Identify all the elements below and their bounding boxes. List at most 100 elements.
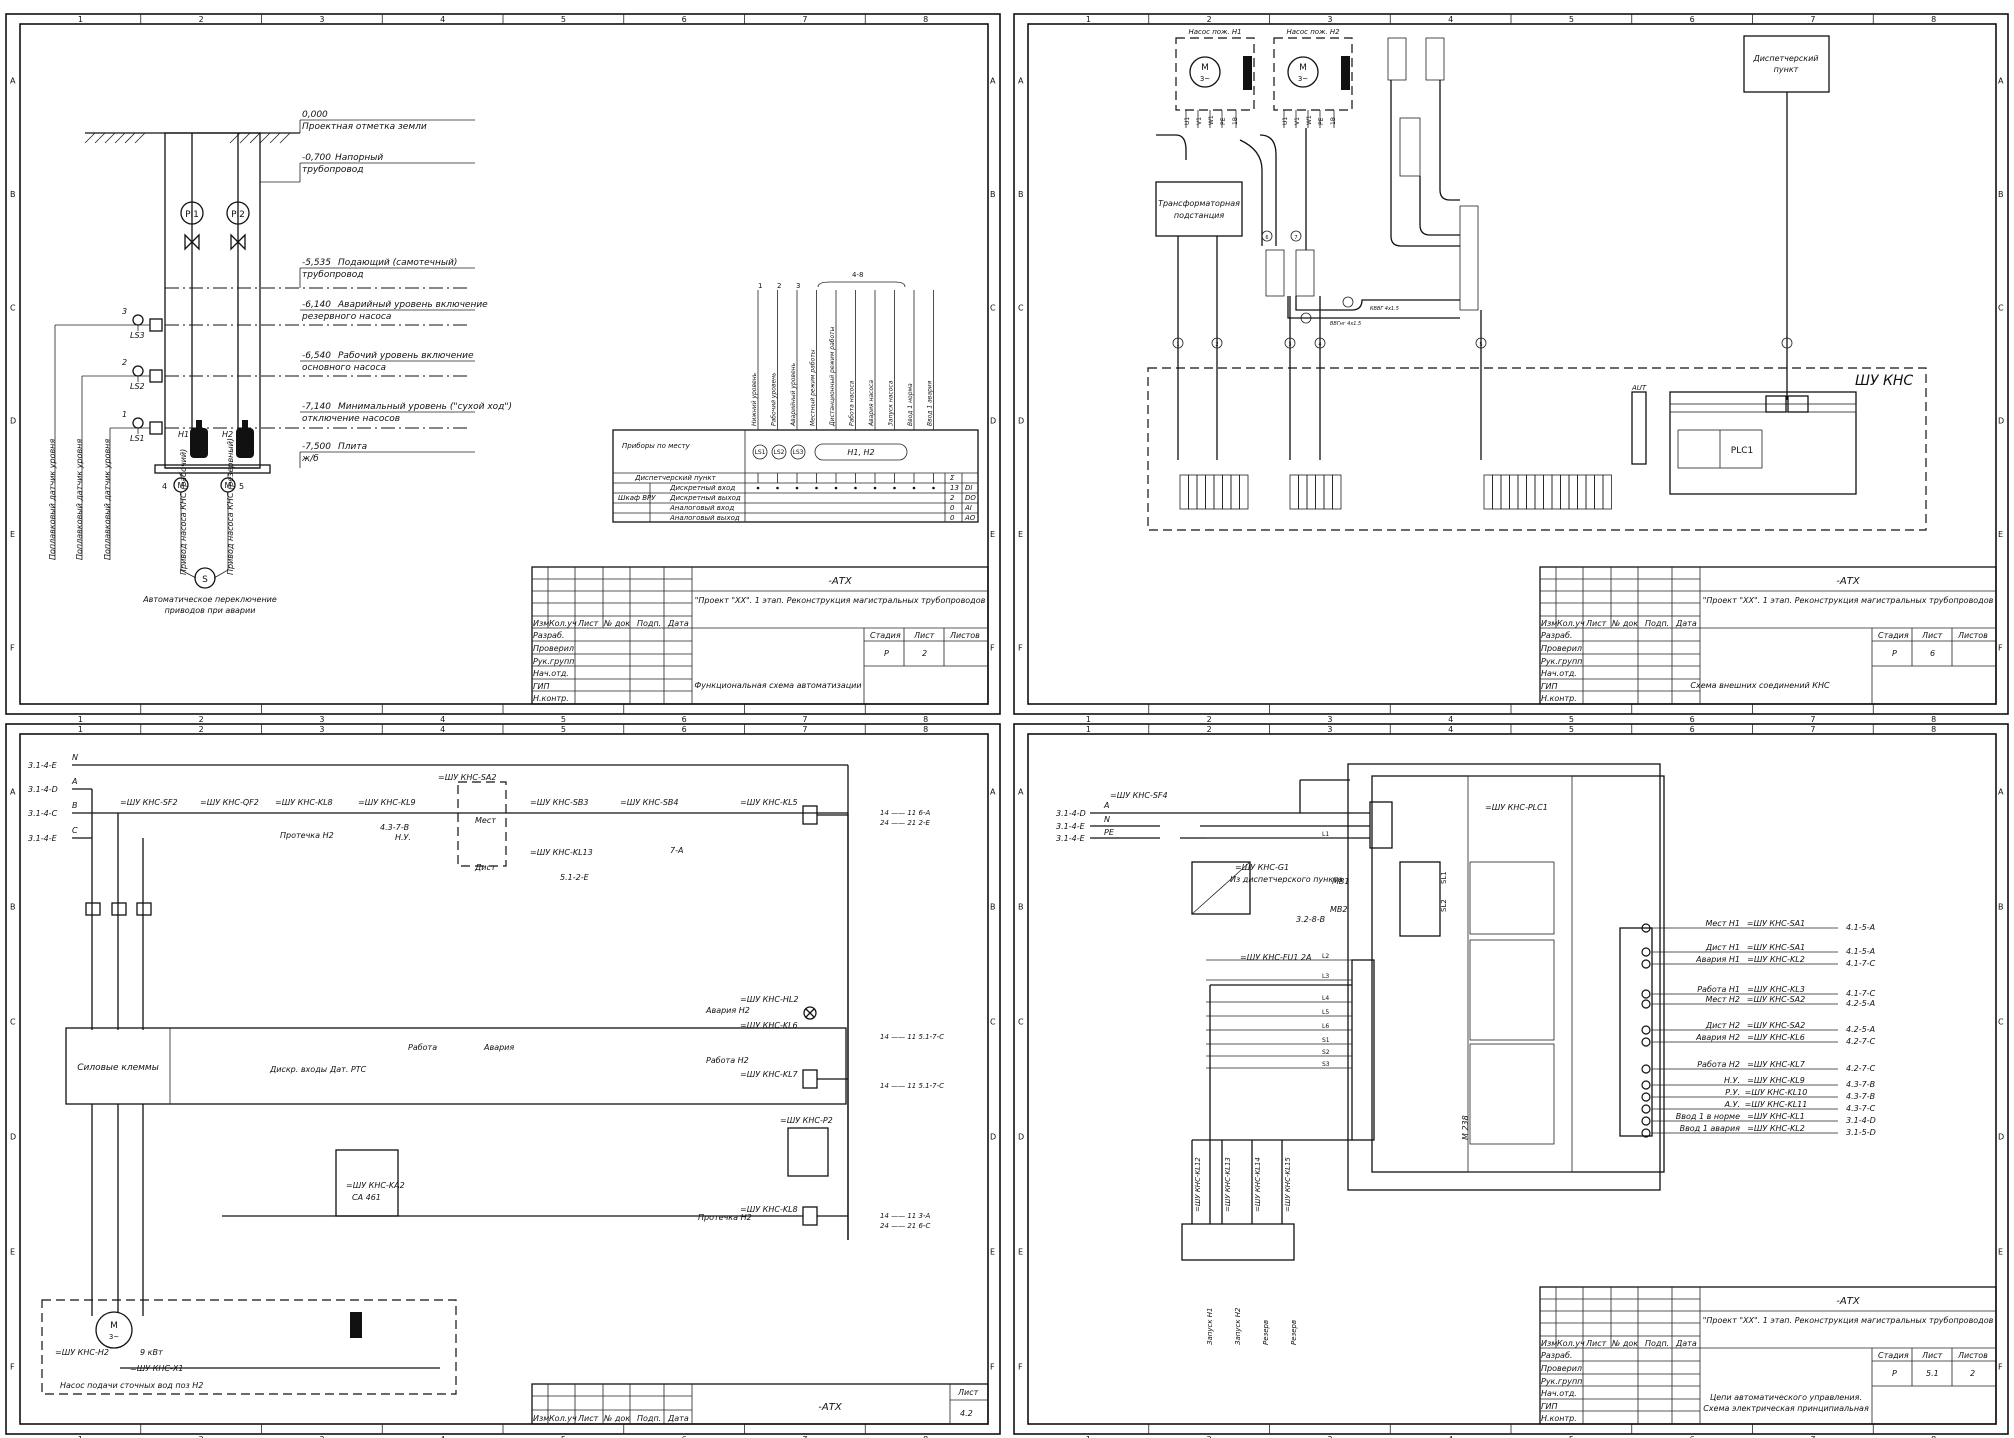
terminal: [1222, 474, 1232, 510]
plc-output-ref: =ШУ КНС-KL7: [1747, 1060, 1806, 1069]
tb3-sheet-label: Лист: [957, 1388, 979, 1397]
plc-output-cell: 4.2-7-C: [1846, 1064, 1876, 1073]
cable-number: 6: [1265, 235, 1268, 241]
s4-mb1: MB1: [1332, 877, 1349, 886]
tb2-project: "Проект "ХХ". 1 этап. Реконструкция маги…: [1703, 596, 1994, 605]
plc-output-name: Ввод 1 авария: [1680, 1124, 1741, 1133]
float-sensor-label-1: Поплавковый датчик уровня: [48, 439, 57, 560]
substation-label-2: подстанция: [1174, 211, 1224, 220]
plc-output-terminal: [1641, 1025, 1651, 1035]
frame-col-number: 2: [1207, 15, 1212, 24]
frame-col-number: 7: [1810, 725, 1815, 734]
table-sigrow-0-label: Дискретный вход: [669, 484, 735, 492]
tb4-data: Дата: [1675, 1339, 1697, 1348]
frame-row-letter: B: [1998, 190, 2004, 199]
s3-extra-work-h2: Работа Н2: [706, 1056, 749, 1065]
table-dot: [932, 486, 935, 490]
frame-col-number: 3: [1327, 715, 1332, 724]
table-sigrow-0-type: DI: [965, 484, 972, 492]
tb4-code: -АТХ: [1836, 1296, 1861, 1307]
s4-relay-kl14: =ШУ КНС-KL14: [1254, 1157, 1262, 1212]
tb1-sheet-h: Лист: [913, 631, 935, 640]
frame-col-number: 6: [682, 725, 687, 734]
s4-dispatch-in: Из диспетчерского пункта: [1230, 875, 1343, 884]
table-col-label: Запуск насоса: [888, 380, 895, 426]
signal-table: [612, 429, 979, 523]
frame-col-number: 3: [1327, 725, 1332, 734]
frame-col-number: 5: [1569, 715, 1574, 724]
cable-number: 3: [1288, 342, 1291, 348]
frame-row-letter: A: [1998, 788, 2004, 797]
plc-output-terminal: [1641, 1080, 1651, 1090]
plc-output-cell: 4.3-7-B: [1846, 1092, 1875, 1101]
s3-input-ref-b: 3.1-4-C: [28, 809, 58, 818]
level-4-text2: основного насоса: [302, 363, 386, 373]
aut-label: AUT: [1631, 384, 1647, 392]
s4-input-n: N: [1104, 815, 1110, 824]
tb2-proveril: Проверил: [1541, 644, 1582, 653]
tb4-nach: Нач.отд.: [1541, 1389, 1577, 1398]
tb2-nach: Нач.отд.: [1541, 669, 1577, 678]
terminal: [1213, 474, 1223, 510]
s4-plc-label: =ШУ КНС-PLC1: [1485, 803, 1548, 812]
frame-row-letter: E: [990, 530, 995, 539]
instrument-pi1: PI1: [185, 210, 199, 220]
s3-motor-3: 3~: [109, 1333, 119, 1341]
table-row-cabinet: Шкаф ВРУ: [618, 494, 656, 502]
tb4-sheets-h: Листов: [1957, 1351, 1988, 1360]
frame-col-number: 8: [1931, 715, 1936, 724]
s3-block-work: Работа: [408, 1043, 437, 1052]
terminal: [1560, 474, 1570, 510]
float-sensor-label-2: Поплавковый датчик уровня: [75, 439, 84, 560]
tb4-sheets: 2: [1970, 1369, 1975, 1378]
table-col-label: Рабочий уровень: [771, 372, 778, 426]
level-6-value: -7,500: [302, 442, 331, 452]
pump-drive-label-working: Привод насоса КНС (рабочий): [179, 449, 188, 575]
s4-bottom-3: Резерв: [1262, 1320, 1270, 1345]
pump-drive-label-reserve: Привод насоса КНС (резервный): [226, 438, 235, 575]
tb2-sheet-h: Лист: [1921, 631, 1943, 640]
frame-col-number: 6: [682, 1435, 687, 1438]
s4-fuse: =ШУ КНС-FU1 2A: [1240, 953, 1312, 962]
frame-col-number: 3: [319, 715, 324, 724]
frame-row-letter: D: [1018, 417, 1024, 426]
frame-col-number: 7: [802, 715, 807, 724]
frame-row-letter: C: [1998, 1018, 2004, 1027]
table-sigrow-2-count: 0: [950, 504, 955, 512]
s4-input-ref-a: 3.1-4-D: [1056, 809, 1086, 818]
frame-row-letter: A: [1018, 788, 1024, 797]
tb4-proveril: Проверил: [1541, 1364, 1582, 1373]
tb2-list: Лист: [1585, 619, 1607, 628]
frame-col-number: 4: [440, 15, 445, 24]
sheet-2-external-connections: Насос пож. Н1 Насос пож. Н2 M 3~ M 3~ Ди…: [1147, 28, 1927, 531]
frame-col-number: 6: [1690, 715, 1695, 724]
frame-col-number: 5: [1569, 725, 1574, 734]
level-6-text2: ж/б: [301, 454, 319, 464]
terminal: [1568, 474, 1578, 510]
table-pumps-box: H1, H2: [847, 448, 874, 457]
pump-h1-icon: [190, 420, 208, 458]
table-sigrow-0-count: 13: [950, 484, 959, 492]
tb3-list: Лист: [577, 1414, 599, 1423]
frame-row-letter: E: [1018, 1248, 1023, 1257]
plc-output-ref: =ШУ КНС-SA2: [1747, 995, 1805, 1004]
s3-comp-kl8: =ШУ КНС-KL8: [275, 798, 333, 807]
s4-input-a: A: [1103, 801, 1109, 810]
title-block-sheet-1: [531, 566, 989, 705]
table-col-label: Аварийный уровень: [790, 362, 797, 427]
frame-row-letter: F: [1018, 1363, 1023, 1372]
s3-comp-sa2: =ШУ КНС-SA2: [438, 773, 496, 782]
frame-col-number: 8: [923, 1435, 928, 1438]
motor-terminal-label: PE: [1220, 117, 1227, 125]
tb1-sheet: 2: [922, 649, 927, 658]
frame-col-number: 6: [1690, 15, 1695, 24]
s3-contact-2-a: 14 —— 11 5.1-7-C: [880, 1082, 944, 1090]
level-2-text: Подающий (самотечный): [338, 258, 457, 268]
frame-col-number: 3: [319, 15, 324, 24]
frame-col-number: 1: [1086, 1435, 1091, 1438]
plc-output-terminal: [1641, 947, 1651, 957]
cable-number: 4: [1318, 342, 1321, 348]
frame-row-letter: C: [10, 303, 16, 312]
tb3-sheet: 4.2: [960, 1409, 973, 1418]
